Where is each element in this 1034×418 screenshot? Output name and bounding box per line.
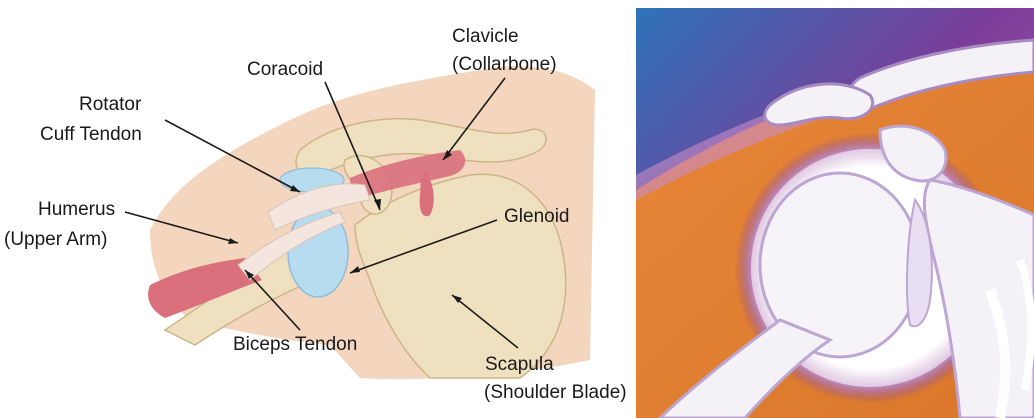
label-biceps-tendon: Biceps Tendon [233, 334, 357, 355]
label-rotator-cuff-line1: Rotator [79, 94, 142, 115]
right-shoulder-illustration [636, 8, 1034, 418]
label-scapula-line1: Scapula [485, 354, 554, 375]
label-humerus-line2: (Upper Arm) [4, 229, 107, 250]
label-rotator-cuff-line2: Cuff Tendon [40, 124, 142, 145]
label-clavicle-line1: Clavicle [452, 26, 519, 47]
label-glenoid: Glenoid [504, 206, 570, 227]
label-clavicle-line2: (Collarbone) [452, 54, 557, 75]
label-scapula-line2: (Shoulder Blade) [484, 382, 627, 403]
left-anatomy-illustration: Clavicle (Collarbone) Coracoid Rotator C… [4, 26, 627, 403]
label-coracoid: Coracoid [247, 59, 323, 80]
label-humerus-line1: Humerus [38, 199, 115, 220]
